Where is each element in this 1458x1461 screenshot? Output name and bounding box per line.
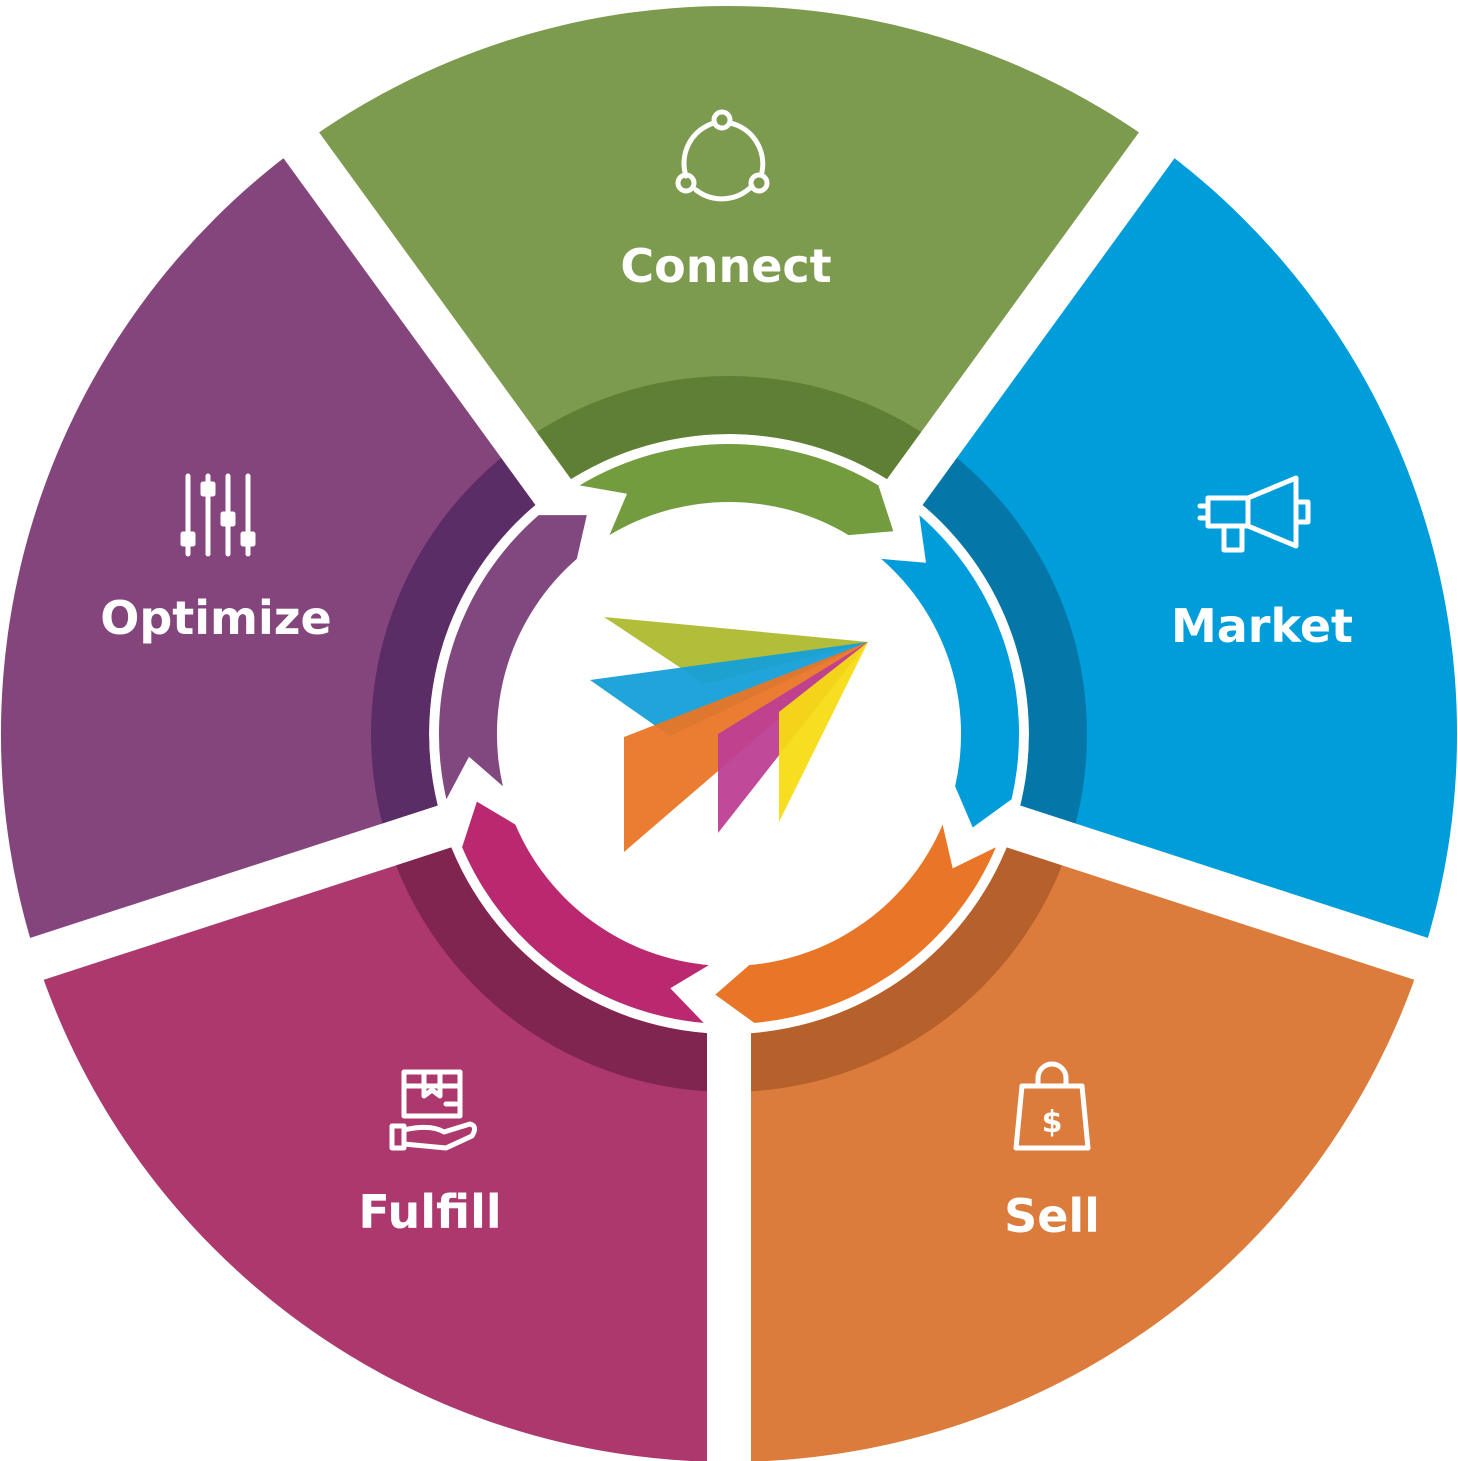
segment-divider (277, 124, 577, 513)
svg-text:$: $ (1042, 1105, 1063, 1140)
inner-arrow-optimize (438, 515, 587, 800)
segment-shade-optimize (371, 444, 553, 845)
logo-wing-0 (604, 617, 868, 684)
shopping-bag-icon: $ (1013, 1061, 1091, 1151)
segment-divider (20, 802, 460, 983)
connect-network-icon (675, 109, 770, 202)
logo-wing-1 (590, 642, 868, 736)
segment-shade-fulfill (388, 826, 729, 1092)
segment-label-fulfill: Fulfill (358, 1185, 501, 1239)
segment-shade-connect (518, 376, 940, 492)
segment-divider (998, 802, 1438, 983)
inner-arrow-fulfill (462, 801, 709, 1023)
segments-layer (0, 5, 1458, 1461)
inner-arrow-market (881, 515, 1020, 828)
inner-arrows-ring (438, 443, 1020, 1023)
segment-divider (881, 124, 1181, 513)
segment-label-market: Market (1171, 599, 1353, 653)
megaphone-icon (1197, 475, 1311, 553)
sliders-icon (180, 473, 256, 557)
package-hand-icon (389, 1069, 478, 1151)
segment-label-sell: Sell (1004, 1189, 1100, 1243)
inner-arrow-sell (715, 824, 996, 1023)
segment-label-connect: Connect (620, 239, 831, 293)
segment-label-optimize: Optimize (100, 591, 331, 645)
paper-plane-logo-icon (590, 617, 868, 852)
segment-connect[interactable] (301, 5, 1157, 492)
segment-shade-sell (729, 826, 1070, 1092)
logo-wing-4 (779, 642, 868, 822)
inner-arrow-connect (579, 443, 894, 536)
segment-shade-market (905, 444, 1087, 845)
